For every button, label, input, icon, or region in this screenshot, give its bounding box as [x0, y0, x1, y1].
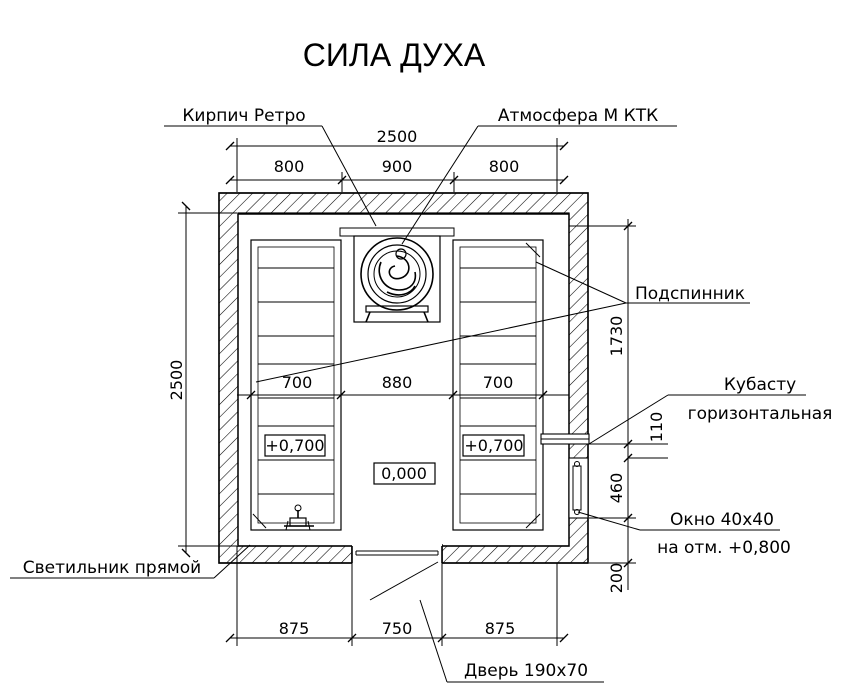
dim-top-right: 800 [489, 157, 520, 176]
walls [218, 192, 589, 565]
right-bench [452, 239, 544, 531]
level-box-floor [373, 462, 436, 485]
label-lamp: Светильник прямой [23, 558, 201, 578]
stove-symbol [353, 235, 441, 323]
bottom-dimensions [225, 546, 569, 646]
dim-right-upper: 1730 [607, 316, 626, 357]
level-box-right [462, 434, 525, 457]
dim-right-window: 460 [607, 473, 626, 504]
label-kubasta-2: горизонтальная [688, 404, 833, 424]
dim-top-left: 800 [274, 157, 305, 176]
drawing-title: СИЛА ДУХА [303, 37, 486, 73]
lamp-symbol [284, 504, 314, 531]
dim-top-middle: 900 [382, 157, 413, 176]
label-kubasta-1: Кубасту [724, 375, 796, 395]
label-window-1: Окно 40х40 [670, 510, 774, 530]
dim-bottom-right: 875 [485, 619, 516, 638]
label-under-bench: Подспинник [635, 284, 745, 304]
dim-top-total: 2500 [377, 127, 418, 146]
label-window-2: на отм. +0,800 [657, 538, 791, 558]
level-box-left [264, 434, 326, 457]
dim-bottom-left: 875 [279, 619, 310, 638]
level-floor: 0,000 [381, 464, 427, 483]
leader-lines [10, 125, 806, 683]
level-right-bench: +0,700 [464, 436, 523, 455]
dim-right-vent: 110 [647, 412, 666, 443]
label-stove: Атмосфера М КТК [498, 106, 658, 126]
right-dimensions [569, 219, 668, 590]
dim-left-total: 2500 [167, 360, 186, 401]
dim-inner-right: 700 [483, 373, 514, 392]
kubasta-vent [540, 433, 590, 445]
top-dimensions [225, 138, 569, 192]
level-left-bench: +0,700 [265, 436, 324, 455]
left-dimension [178, 201, 237, 558]
window-symbol [568, 457, 589, 519]
dim-right-bottom: 200 [607, 563, 626, 594]
dim-inner-middle: 880 [382, 373, 413, 392]
dim-inner-left: 700 [282, 373, 313, 392]
label-brick: Кирпич Ретро [182, 106, 305, 126]
label-door: Дверь 190х70 [464, 661, 588, 681]
dim-bottom-middle: 750 [382, 619, 413, 638]
left-bench [250, 239, 342, 531]
